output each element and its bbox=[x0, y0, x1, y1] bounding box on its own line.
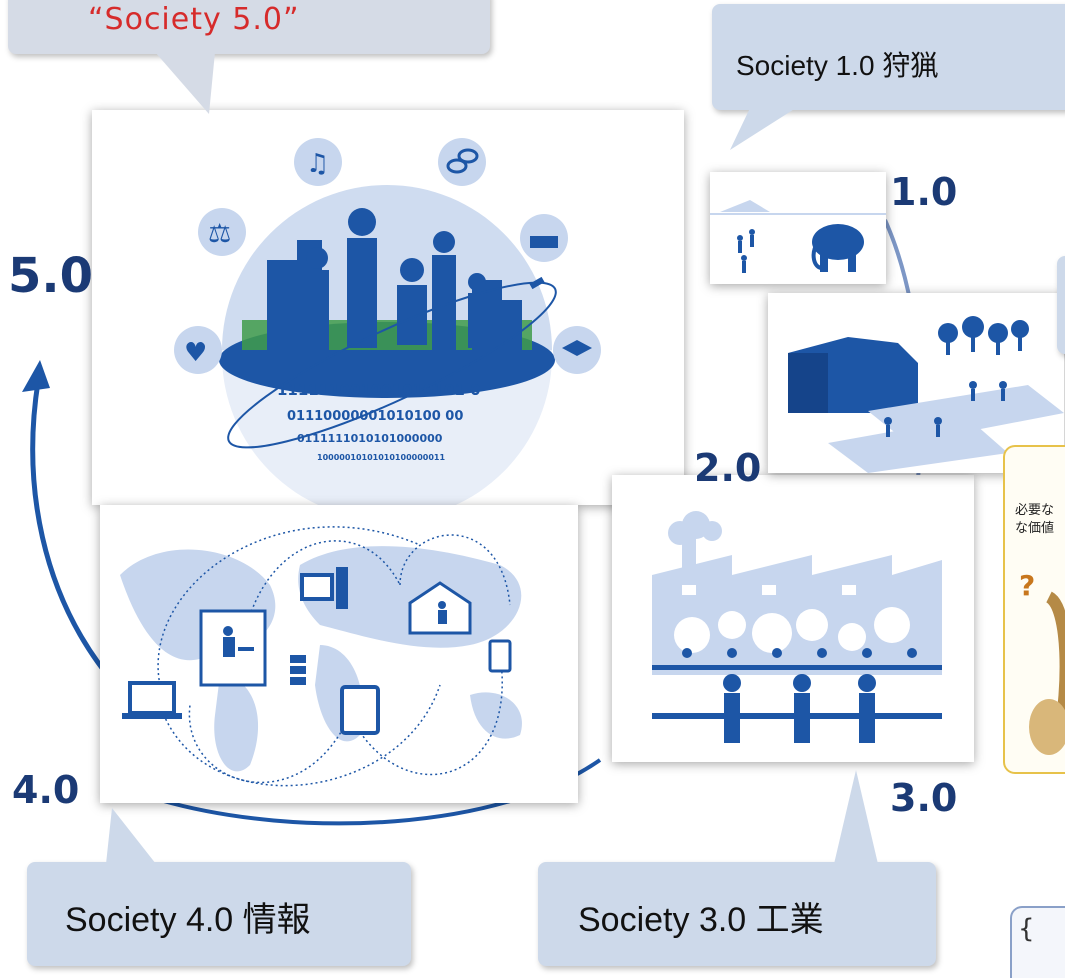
partial-note-line-1: 必要な bbox=[1015, 503, 1055, 518]
laptop-icon bbox=[122, 681, 182, 719]
society-5-callout: “Society 5.0” bbox=[8, 0, 490, 54]
binary-line-2: 01110000001010100 00 bbox=[287, 409, 463, 424]
svg-text:♥: ♥ bbox=[184, 338, 207, 368]
satellite-icon bbox=[529, 276, 545, 290]
binary-line-4: 10000010101010100000011 bbox=[317, 453, 445, 462]
society-2-illustration bbox=[788, 316, 1064, 473]
partial-bottom-icon-box: { bbox=[1010, 906, 1065, 978]
society-5-panel: 111111001001010101 0 01110000001010100 0… bbox=[92, 110, 684, 520]
thinking-person-icon: ? bbox=[1019, 569, 1065, 755]
society-3-callout: Society 3.0 工業 bbox=[538, 862, 936, 966]
health-heart-icon: ♥ bbox=[174, 326, 222, 374]
tablet-icon bbox=[340, 685, 380, 735]
factory-icon bbox=[520, 214, 568, 262]
scales-icon: ⚖ bbox=[198, 208, 246, 256]
svg-text:♫: ♫ bbox=[306, 149, 329, 179]
society-1-callout-tail bbox=[730, 108, 796, 150]
society-5-illustration: 111111001001010101 0 01110000001010100 0… bbox=[174, 138, 601, 520]
society-3-callout-text: Society 3.0 工業 bbox=[578, 901, 824, 939]
binary-line-3: 0111111010101000000 bbox=[297, 432, 443, 445]
era-label-4: 4.0 bbox=[12, 768, 80, 812]
mammoth-icon bbox=[811, 224, 864, 272]
society-4-panel bbox=[100, 505, 578, 803]
partial-callout-right bbox=[1057, 256, 1065, 354]
society-3-callout-tail bbox=[834, 770, 878, 864]
partial-note-box: 必要な な価値 ? bbox=[1003, 445, 1065, 774]
era-label-3: 3.0 bbox=[890, 776, 958, 820]
desktop-computer-icon bbox=[300, 567, 348, 609]
society-3-panel bbox=[612, 475, 974, 762]
era-label-5: 5.0 bbox=[8, 248, 94, 304]
society-1-callout: Society 1.0 狩猟 bbox=[712, 4, 1065, 110]
smartphone-icon bbox=[488, 639, 512, 673]
society-4-illustration bbox=[120, 526, 522, 787]
partial-note-line-2: な価値 bbox=[1015, 521, 1055, 536]
graduation-cap-icon bbox=[553, 326, 601, 374]
society-1-panel bbox=[710, 172, 886, 284]
society-1-callout-text: Society 1.0 狩猟 bbox=[736, 50, 939, 81]
society-2-panel bbox=[768, 293, 1064, 473]
svg-text:?: ? bbox=[1019, 569, 1035, 602]
society-5-callout-tail bbox=[155, 52, 215, 114]
society-5-callout-text: “Society 5.0” bbox=[88, 2, 300, 37]
society-4-callout-text: Society 4.0 情報 bbox=[65, 901, 311, 939]
home-worker-icon bbox=[408, 581, 472, 635]
binary-line-1: 111111001001010101 0 bbox=[277, 381, 481, 399]
server-icon bbox=[290, 655, 306, 685]
face-icon: { bbox=[1018, 914, 1035, 944]
society-1-illustration bbox=[710, 200, 886, 273]
coins-icon bbox=[438, 138, 486, 186]
society-3-illustration bbox=[652, 511, 942, 743]
era-label-2: 2.0 bbox=[694, 446, 762, 490]
music-icon: ♫ bbox=[294, 138, 342, 186]
era-label-1: 1.0 bbox=[890, 170, 958, 214]
society-4-callout-tail bbox=[106, 808, 156, 864]
office-worker-icon bbox=[199, 609, 267, 687]
svg-text:⚖: ⚖ bbox=[208, 219, 231, 249]
society-4-callout: Society 4.0 情報 bbox=[27, 862, 411, 966]
